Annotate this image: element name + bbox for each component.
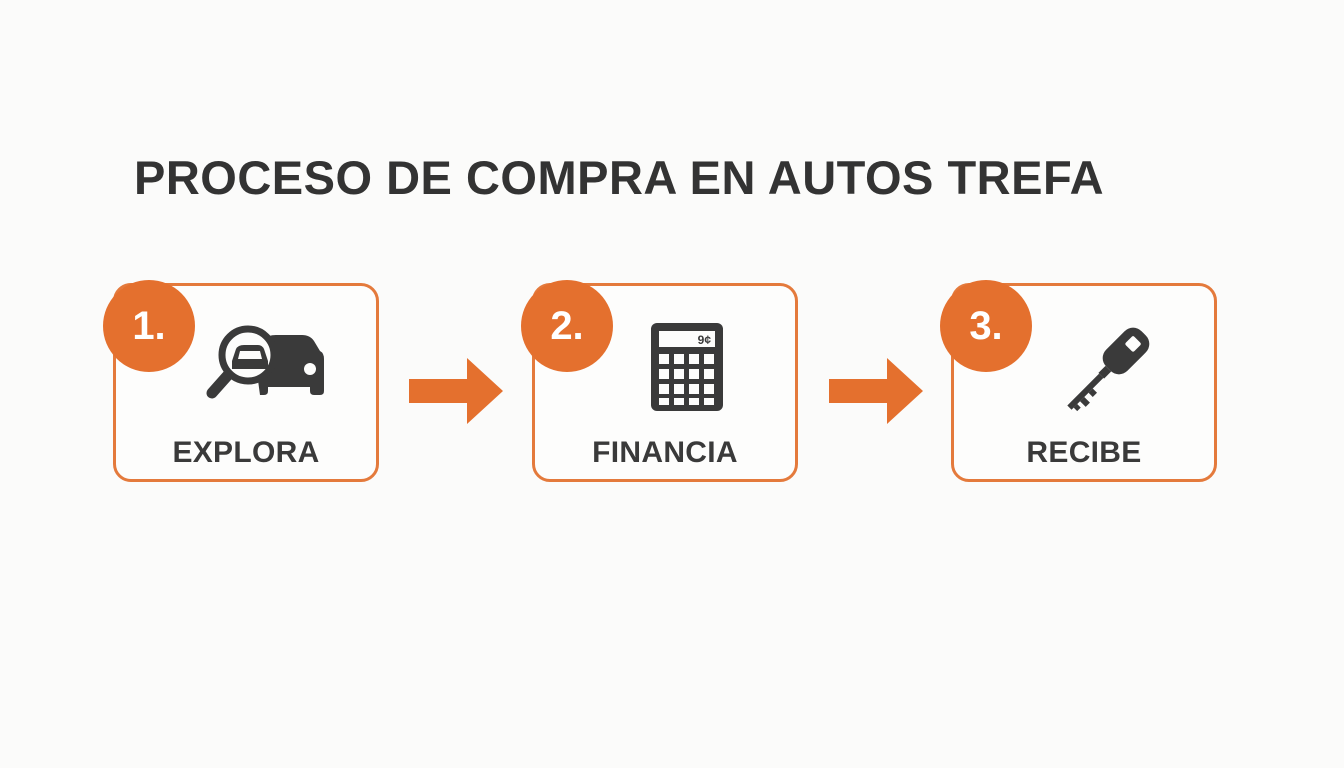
step-label: EXPLORA — [172, 436, 320, 469]
magnifier-car-icon — [206, 325, 324, 399]
step-label: FINANCIA — [592, 436, 738, 469]
step-number-badge: 1. — [103, 280, 195, 372]
arrow-right-icon — [409, 358, 503, 424]
step-card-recibe: RECIBE — [951, 283, 1217, 482]
arrow-right-icon — [829, 358, 923, 424]
page-title: PROCESO DE COMPRA EN AUTOS TREFA — [134, 151, 1105, 204]
step-card-explora: EXPLORA — [113, 283, 379, 482]
step-label: RECIBE — [1026, 436, 1142, 469]
step-number-badge: 2. — [521, 280, 613, 372]
calculator-display-text: 9¢ — [698, 333, 712, 347]
car-key-icon — [1067, 327, 1150, 412]
step-number-badge: 3. — [940, 280, 1032, 372]
calculator-icon: 9¢ — [651, 323, 723, 411]
